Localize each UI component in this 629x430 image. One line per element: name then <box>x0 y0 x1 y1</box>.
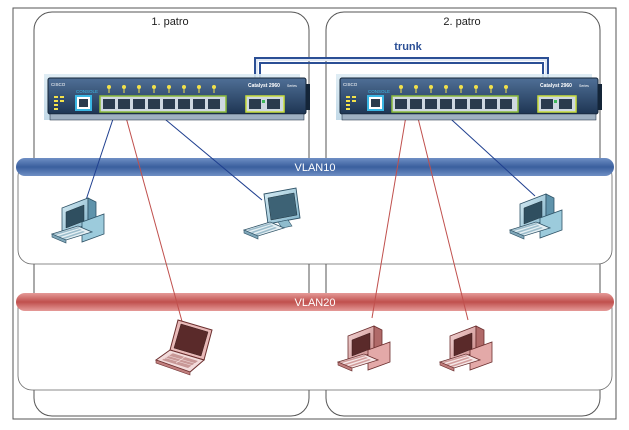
link-switch1-laptop <box>123 109 184 326</box>
link-switch2-pc-c <box>440 109 536 197</box>
trunk-label: trunk <box>394 41 422 53</box>
switch-1-brand: CISCO <box>51 82 66 87</box>
switch-1-model: Catalyst 2960 <box>248 83 280 89</box>
switch-2-series: Series <box>579 84 589 88</box>
switch-2-model: Catalyst 2960 <box>540 83 572 89</box>
link-switch1-pc-a <box>85 109 117 201</box>
link-switch1-pc-b <box>153 109 263 201</box>
switch-2-brand: CISCO <box>343 82 358 87</box>
switch-1[interactable]: CISCO CONSOLE Catalyst 2960 Series <box>47 77 311 121</box>
outer-frame <box>12 7 617 420</box>
vlan10-label: VLAN10 <box>295 162 336 174</box>
switch-2-console-label: CONSOLE <box>368 89 390 94</box>
link-switch2-pc-d <box>371 109 408 319</box>
trunk-link <box>254 57 549 78</box>
vlan20-label: VLAN20 <box>295 297 336 309</box>
links <box>85 109 536 326</box>
floor-2-label: 2. patro <box>443 16 480 28</box>
floor-1-label: 1. patro <box>151 16 188 28</box>
vlan10-bar <box>16 158 614 176</box>
switch-1-series: Series <box>287 84 297 88</box>
switch-1-console-label: CONSOLE <box>76 89 98 94</box>
switch-2[interactable]: CISCO CONSOLE Catalyst 2960 Series <box>339 77 603 121</box>
link-switch2-pc-e <box>415 109 469 321</box>
